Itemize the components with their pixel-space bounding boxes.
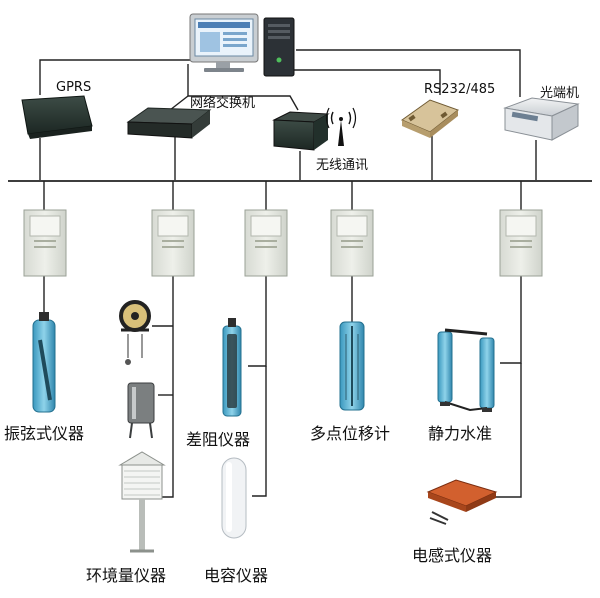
acquisition-cabinet-icon (23, 209, 67, 277)
optical-terminal-label: 光端机 (540, 86, 580, 101)
gprs-modem-icon (21, 95, 93, 139)
vibrating-wire-sensor-icon (32, 312, 56, 413)
rs232-485-label: RS232/485 (424, 82, 496, 97)
connection-lines (8, 49, 592, 498)
rs232-485-converter-icon (400, 99, 460, 138)
rain-gauge-icon (119, 300, 151, 365)
differential-resistance-label: 差阻仪器 (186, 430, 251, 449)
computer-icon (189, 13, 295, 77)
capacitive-sensor-icon (221, 457, 247, 539)
acquisition-cabinet-icon (499, 209, 543, 277)
network-switch-icon (126, 107, 212, 139)
environment-label: 环境量仪器 (86, 566, 167, 585)
inductive-sensor-icon (426, 479, 498, 525)
vibrating-wire-label: 振弦式仪器 (4, 424, 85, 443)
static-level-label: 静力水准 (428, 424, 493, 443)
optical-terminal-icon (503, 97, 580, 141)
wireless-device-icon (272, 111, 330, 151)
temperature-sensor-icon (127, 382, 155, 439)
antenna-icon (325, 107, 357, 146)
wireless-label: 无线通讯 (316, 158, 369, 173)
gprs-label: GPRS (56, 80, 92, 95)
differential-resistance-sensor-icon (222, 318, 242, 417)
network-switch-label: 网络交换机 (190, 96, 256, 111)
inductive-label: 电感式仪器 (412, 546, 493, 565)
capacitive-label: 电容仪器 (204, 566, 269, 585)
acquisition-cabinet-icon (330, 209, 374, 277)
static-level-icon (437, 328, 495, 412)
weather-shelter-icon (118, 451, 166, 553)
multipoint-extensometer-icon (339, 321, 365, 411)
multipoint-extensometer-label: 多点位移计 (310, 424, 391, 443)
acquisition-cabinet-icon (151, 209, 195, 277)
acquisition-cabinet-icon (244, 209, 288, 277)
